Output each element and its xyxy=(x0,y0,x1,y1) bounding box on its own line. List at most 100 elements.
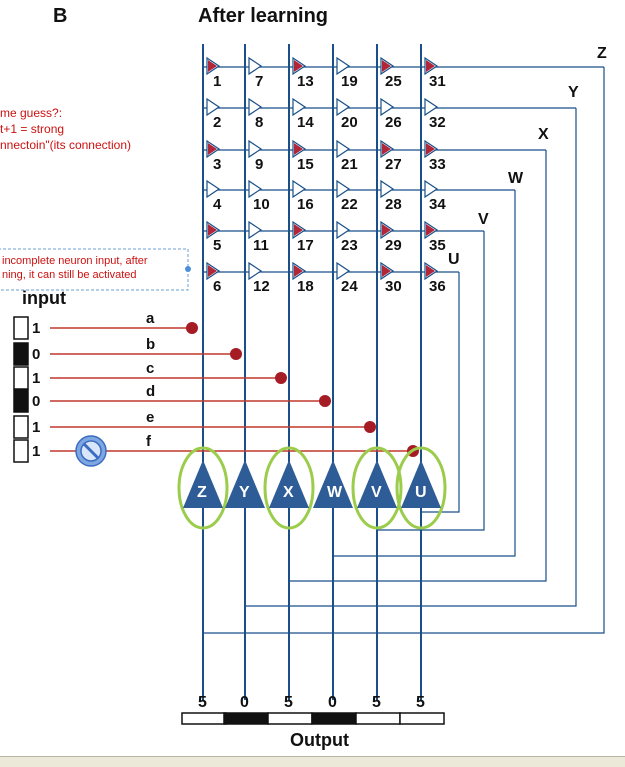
synapse-23: 23 xyxy=(336,220,358,254)
output-value: 0 xyxy=(240,694,249,711)
neuron-X: X xyxy=(263,446,315,530)
neuron-label: Z xyxy=(197,484,207,501)
input-bit-value: 1 xyxy=(32,443,40,460)
synapse-33: 33 xyxy=(424,139,446,173)
neuron-Z: Z xyxy=(177,446,229,530)
synapse-34: 34 xyxy=(424,179,446,213)
input-label: input xyxy=(22,288,66,308)
synapse-number: 27 xyxy=(385,156,402,173)
active-neuron-ring xyxy=(177,446,229,530)
input-bit-value: 1 xyxy=(32,320,40,337)
synapse-3: 3 xyxy=(206,139,221,173)
input-bit-cell xyxy=(13,415,29,439)
input-bit-value: 0 xyxy=(32,393,40,410)
input-bit-value: 1 xyxy=(32,370,40,387)
feedback-label: Y xyxy=(568,84,579,101)
synapse-number: 15 xyxy=(297,156,314,173)
active-neuron-ring xyxy=(263,446,315,530)
active-neuron-ring xyxy=(351,446,403,530)
synapse-number: 13 xyxy=(297,73,314,90)
output-value: 5 xyxy=(416,694,425,711)
input-bit-cell xyxy=(13,342,29,366)
synapse-30: 30 xyxy=(380,261,402,295)
synapse-number: 18 xyxy=(297,278,314,295)
synapse-number: 6 xyxy=(213,278,221,295)
active-neuron-ring xyxy=(395,446,447,530)
synapse-number: 19 xyxy=(341,73,358,90)
synapse-number: 26 xyxy=(385,114,402,131)
input-line-label: c xyxy=(146,360,154,377)
synapse-number: 35 xyxy=(429,237,446,254)
synapse-6: 6 xyxy=(206,261,221,295)
feedback-loop xyxy=(289,150,547,582)
neuron-label: V xyxy=(371,484,382,501)
synapse-26: 26 xyxy=(380,97,402,131)
input-synapse-dot xyxy=(275,372,287,384)
synapse-number: 2 xyxy=(213,114,221,131)
synapse-7: 7 xyxy=(248,56,263,90)
annotation-box[interactable]: incomplete neuron input, after ning, it … xyxy=(0,248,191,291)
diagram-title: After learning xyxy=(198,5,328,27)
feedback-label: Z xyxy=(597,45,607,62)
synapse-10: 10 xyxy=(248,179,270,213)
synapse-20: 20 xyxy=(336,97,358,131)
feedback-loop xyxy=(203,67,605,634)
synapse-number: 14 xyxy=(297,114,314,131)
input-line-label: b xyxy=(146,336,155,353)
synapse-35: 35 xyxy=(424,220,446,254)
synapse-number: 3 xyxy=(213,156,221,173)
synapse-number: 5 xyxy=(213,237,221,254)
synapse-number: 28 xyxy=(385,196,402,213)
synapse-number: 33 xyxy=(429,156,446,173)
synapse-number: 36 xyxy=(429,278,446,295)
synapse-number: 17 xyxy=(297,237,314,254)
guess-note-line-1: me guess?: xyxy=(0,106,62,120)
output-bit-cell xyxy=(311,712,357,725)
synapse-21: 21 xyxy=(336,139,358,173)
output-bit-cell xyxy=(181,712,227,725)
status-strip xyxy=(0,756,625,767)
synapse-number: 1 xyxy=(213,73,221,90)
output-value: 0 xyxy=(328,694,337,711)
input-line-label: d xyxy=(146,383,155,400)
synapse-4: 4 xyxy=(206,179,222,213)
input-synapse-dot xyxy=(319,395,331,407)
synapse-grid: 1234567891011121314151617181920212223242… xyxy=(206,56,446,295)
neuron-label: W xyxy=(327,484,343,501)
synapse-14: 14 xyxy=(292,97,314,131)
output-bit-cell xyxy=(399,712,445,725)
synapse-number: 12 xyxy=(253,278,270,295)
synapse-number: 10 xyxy=(253,196,270,213)
input-bit-cell xyxy=(13,366,29,390)
annotation-line-1: incomplete neuron input, after xyxy=(2,255,148,267)
output-value: 5 xyxy=(372,694,381,711)
output-label: Output xyxy=(290,730,349,750)
synapse-12: 12 xyxy=(248,261,270,295)
synapse-number: 30 xyxy=(385,278,402,295)
synapse-number: 20 xyxy=(341,114,358,131)
synapse-16: 16 xyxy=(292,179,314,213)
feedback-label: X xyxy=(538,126,549,143)
neuron-V: V xyxy=(351,446,403,530)
synapse-number: 23 xyxy=(341,237,358,254)
synapse-number: 24 xyxy=(341,278,358,295)
synapse-19: 19 xyxy=(336,56,358,90)
input-bit-value: 1 xyxy=(32,419,40,436)
synapse-number: 16 xyxy=(297,196,314,213)
synapse-31: 31 xyxy=(424,56,446,90)
input-bit-value: 0 xyxy=(32,346,40,363)
input-line-label: e xyxy=(146,409,154,426)
synapse-number: 32 xyxy=(429,114,446,131)
synapse-36: 36 xyxy=(424,261,446,295)
annotation-handle[interactable] xyxy=(185,266,191,272)
synapse-number: 31 xyxy=(429,73,446,90)
synapse-15: 15 xyxy=(292,139,314,173)
output-bit-cell xyxy=(355,712,401,725)
synapse-27: 27 xyxy=(380,139,402,173)
neuron-label: U xyxy=(415,484,427,501)
blocked-input-icon[interactable] xyxy=(75,435,107,467)
synapse-28: 28 xyxy=(380,179,402,213)
